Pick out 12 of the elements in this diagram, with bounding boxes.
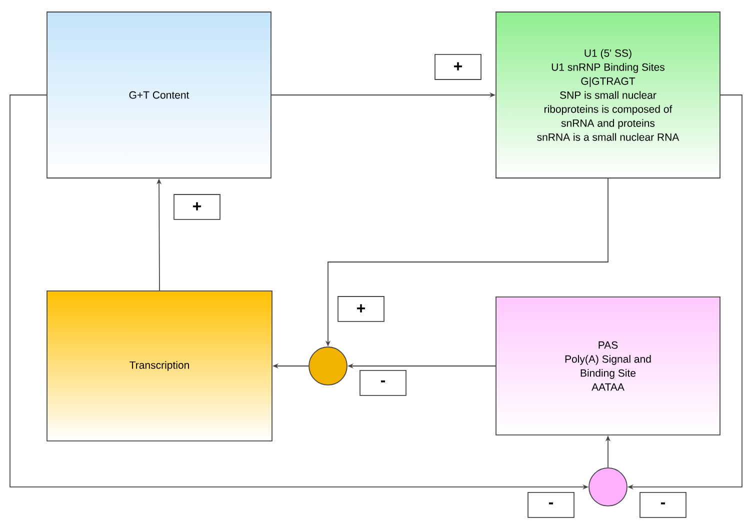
junction-circle	[588, 468, 628, 506]
sign-label: +	[338, 296, 384, 322]
sign-label: +	[434, 54, 482, 80]
text-box: Transcription	[46, 290, 272, 442]
text-box: G+T Content	[46, 12, 272, 178]
sign-label: +	[174, 194, 220, 220]
sign-label: -	[640, 492, 686, 518]
text-box: PAS Poly(A) Signal and Binding Site AATAA	[496, 296, 720, 436]
text-box: U1 (5' SS) U1 snRNP Binding Sites G|GTRAGT SNP is small nuclear riboproteins is composed of snRNA and proteins snRNA is a small nuclear RNA	[496, 12, 720, 178]
sign-label: -	[360, 370, 406, 396]
sign-label: -	[528, 492, 574, 518]
junction-circle	[308, 346, 348, 386]
